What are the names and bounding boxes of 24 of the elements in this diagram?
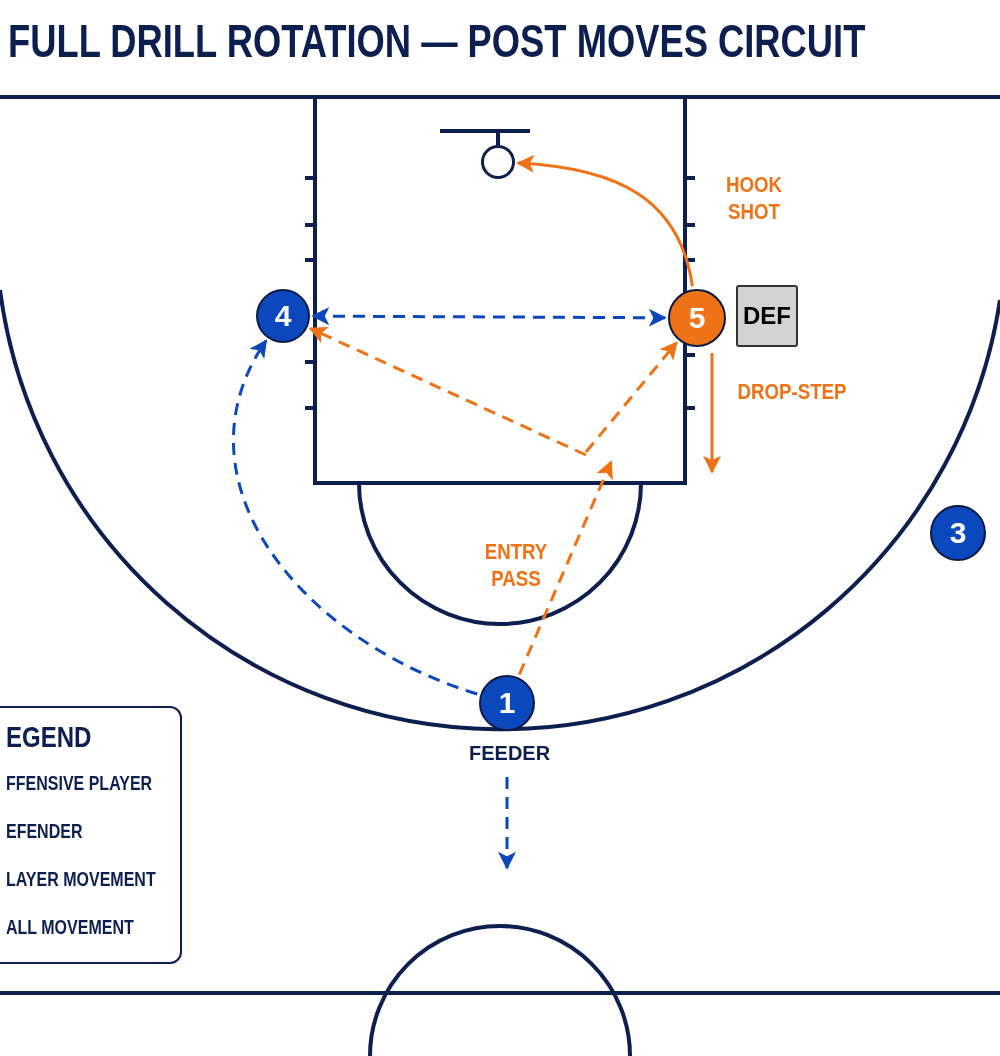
edge-label: HOOK SHOT xyxy=(724,171,784,225)
edge-label: ENTRY PASS xyxy=(483,538,549,592)
arrow xyxy=(232,339,478,696)
edge-label: DROP-STEP xyxy=(736,378,848,405)
diagram-title: FULL DRILL ROTATION — POST MOVES CIRCUIT xyxy=(8,14,866,68)
offensive-player-marker: 4 xyxy=(256,289,310,343)
defender-marker: DEF xyxy=(736,285,798,347)
arrow xyxy=(308,327,587,457)
arrow xyxy=(516,155,694,287)
legend-text: LAYER MOVEMENT xyxy=(6,868,156,891)
legend-text: EFENDER xyxy=(6,820,83,843)
arrow xyxy=(703,353,721,474)
player-caption: FEEDER xyxy=(469,742,549,765)
post-player-marker: 5 xyxy=(668,289,726,347)
arrow xyxy=(517,460,613,676)
arrow xyxy=(311,307,667,327)
offensive-player-marker: 1 xyxy=(479,675,535,731)
arrow xyxy=(584,341,678,453)
legend-heading: EGEND xyxy=(6,720,92,754)
offensive-player-marker: 3 xyxy=(930,505,986,561)
hoop-rim xyxy=(481,145,515,179)
arrow xyxy=(498,777,516,870)
legend-text: ALL MOVEMENT xyxy=(6,916,134,939)
legend-text: FFENSIVE PLAYER xyxy=(6,772,153,795)
